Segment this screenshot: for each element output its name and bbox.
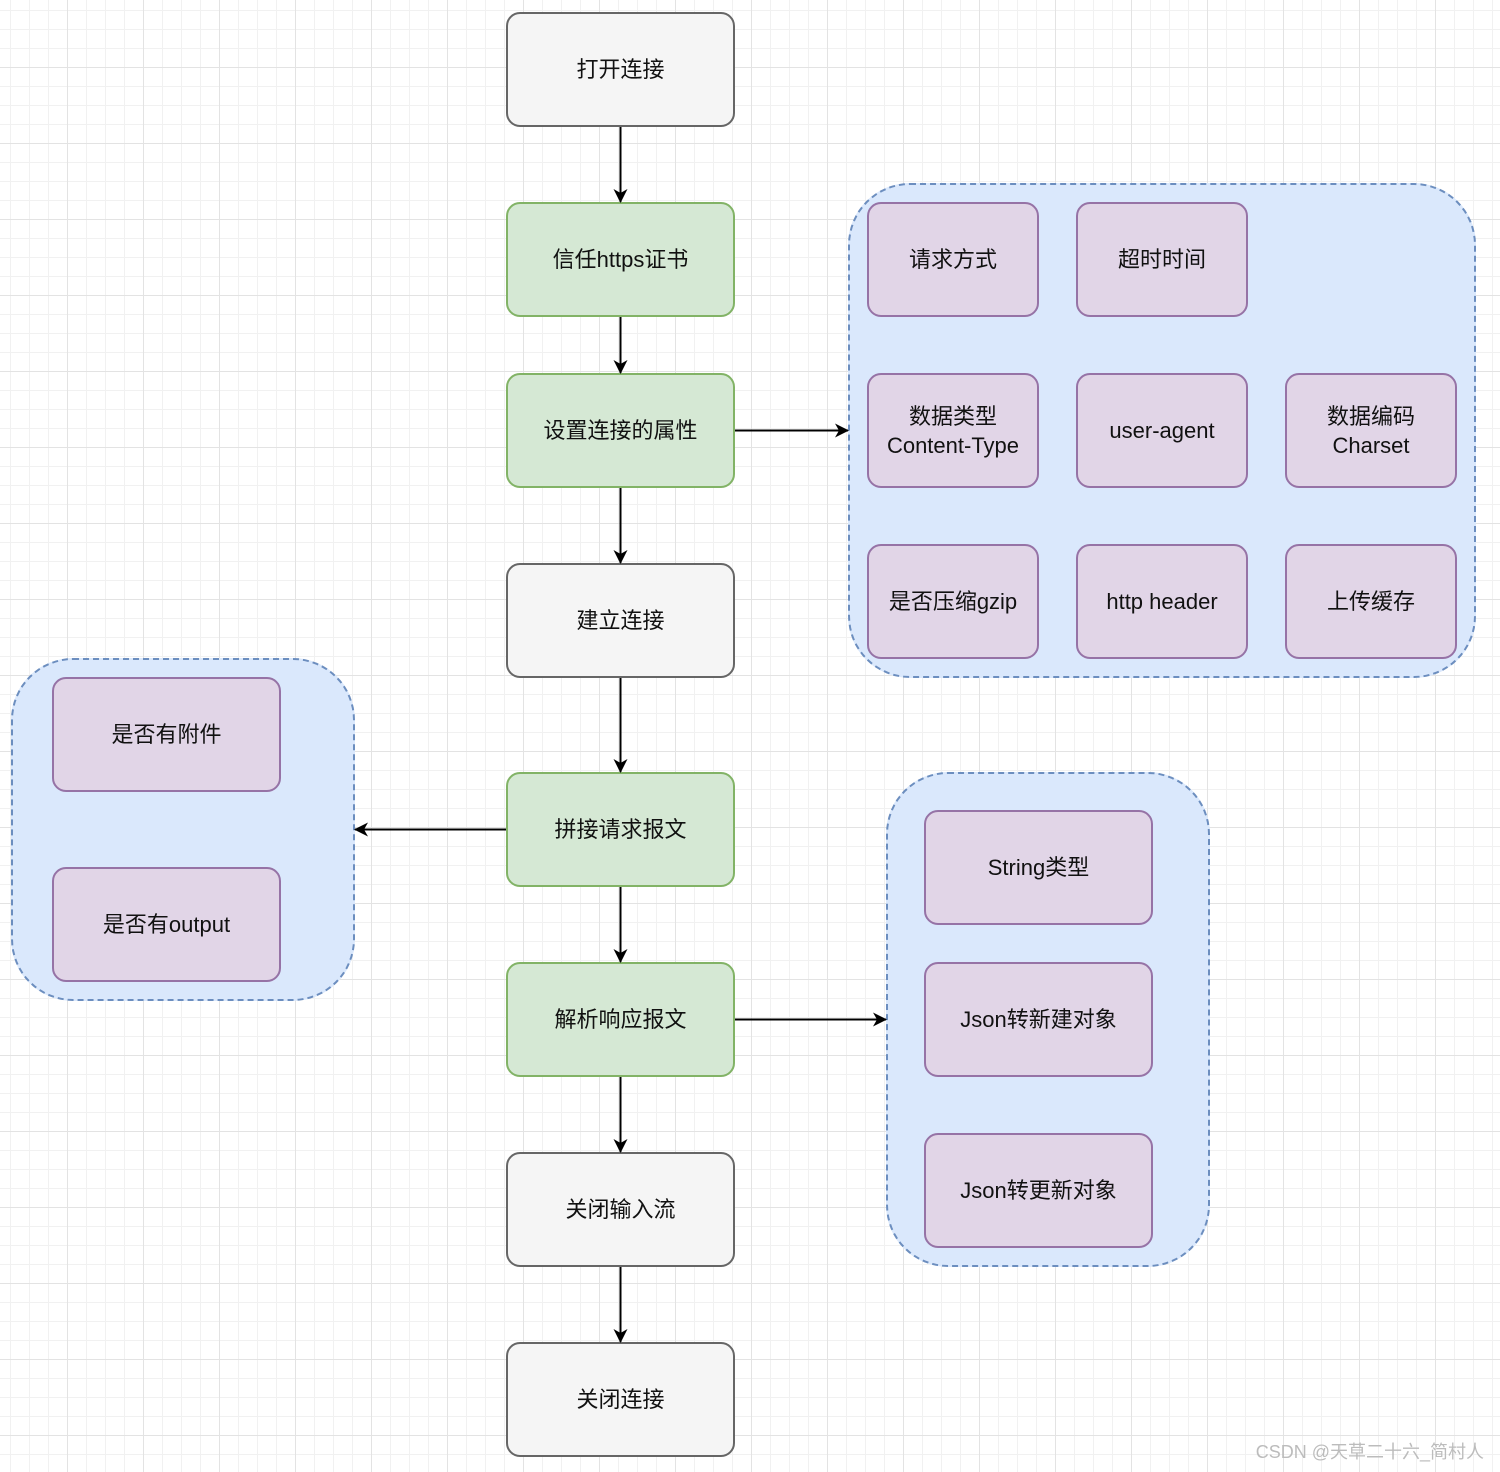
node-set-connection-props: 设置连接的属性 — [506, 373, 735, 488]
node-http-header: http header — [1076, 544, 1248, 659]
node-request-method: 请求方式 — [867, 202, 1039, 317]
node-content-type: 数据类型 Content-Type — [867, 373, 1039, 488]
node-establish-connection: 建立连接 — [506, 563, 735, 678]
node-charset: 数据编码 Charset — [1285, 373, 1457, 488]
node-upload-cache: 上传缓存 — [1285, 544, 1457, 659]
node-gzip: 是否压缩gzip — [867, 544, 1039, 659]
node-open-connection: 打开连接 — [506, 12, 735, 127]
node-has-attachment: 是否有附件 — [52, 677, 281, 792]
node-parse-response: 解析响应报文 — [506, 962, 735, 1077]
node-close-input-stream: 关闭输入流 — [506, 1152, 735, 1267]
node-close-connection: 关闭连接 — [506, 1342, 735, 1457]
node-user-agent: user-agent — [1076, 373, 1248, 488]
node-build-request: 拼接请求报文 — [506, 772, 735, 887]
watermark: CSDN @天草二十六_简村人 — [1255, 1442, 1484, 1462]
node-json-update-object: Json转更新对象 — [924, 1133, 1153, 1248]
node-has-output: 是否有output — [52, 867, 281, 982]
node-json-new-object: Json转新建对象 — [924, 962, 1153, 1077]
node-trust-https-cert: 信任https证书 — [506, 202, 735, 317]
node-timeout: 超时时间 — [1076, 202, 1248, 317]
node-string-type: String类型 — [924, 810, 1153, 925]
